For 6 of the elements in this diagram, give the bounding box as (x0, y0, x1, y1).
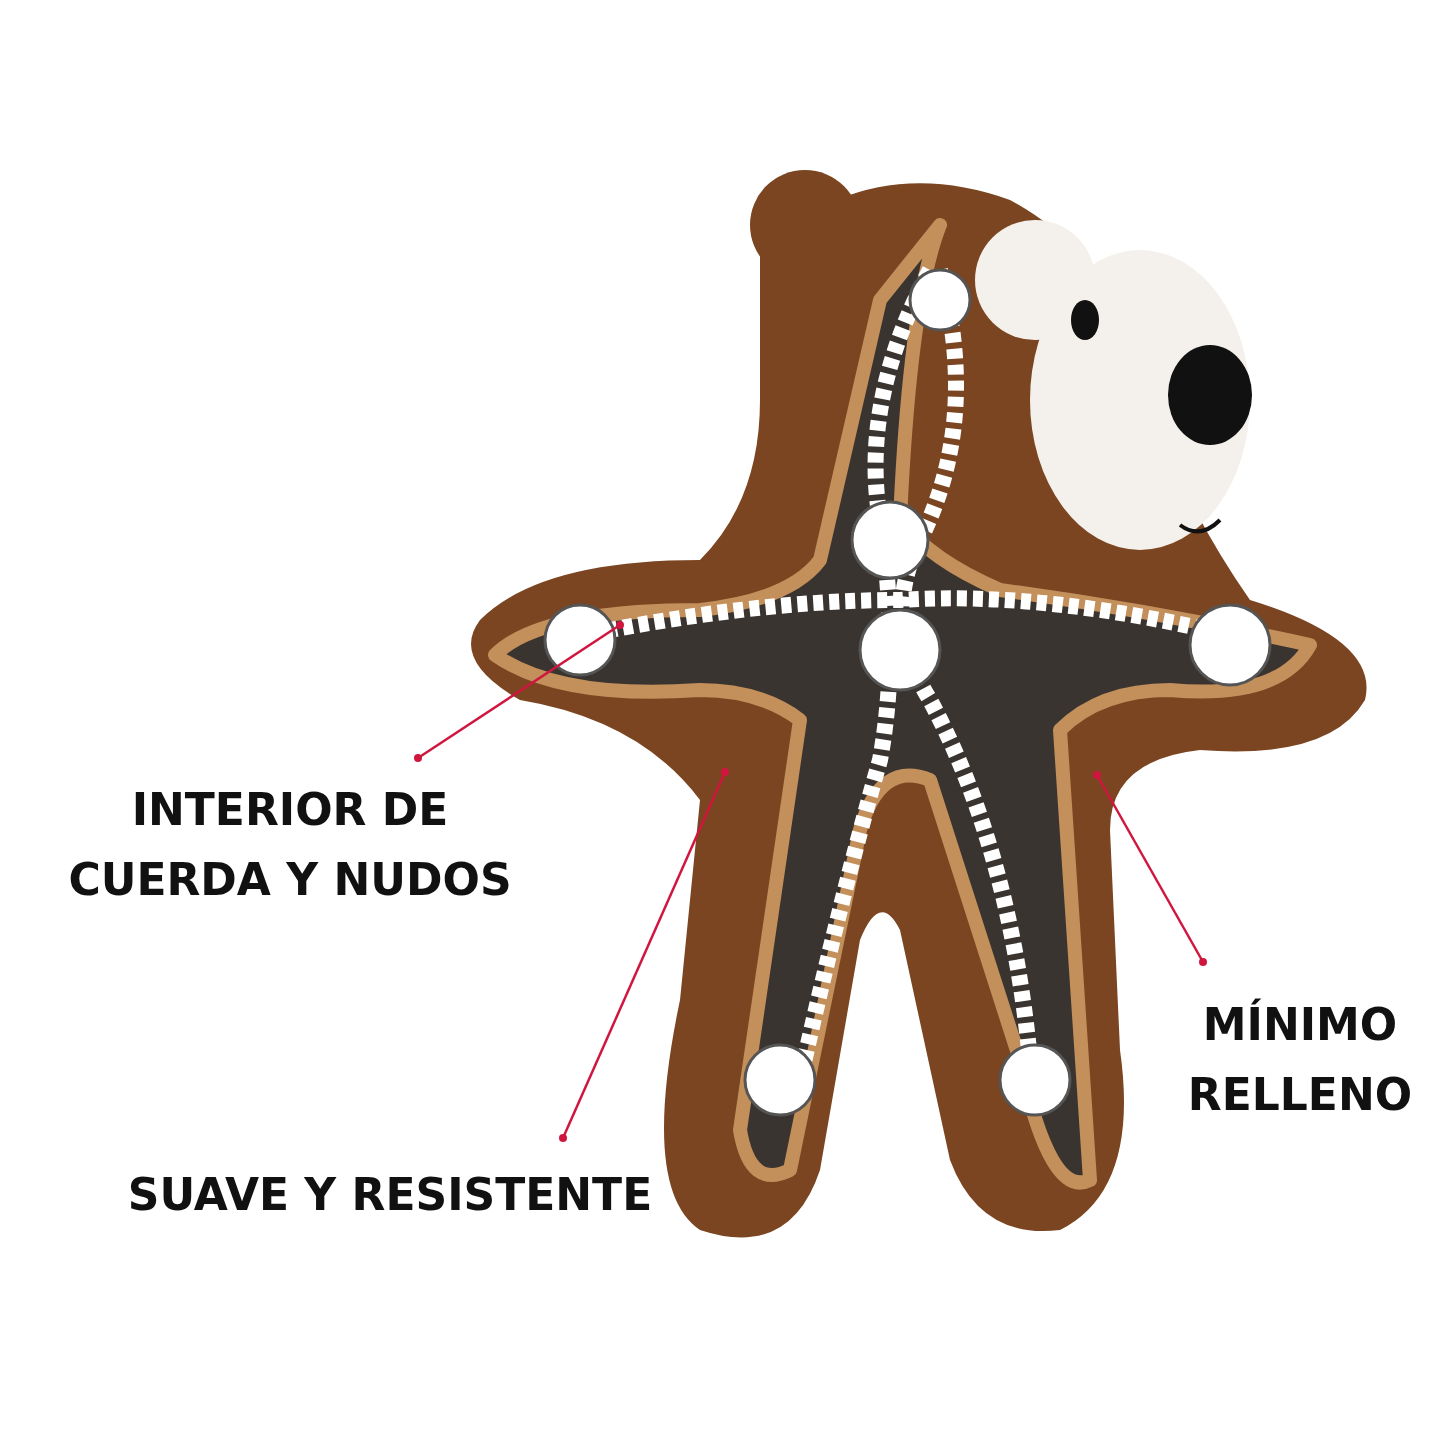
leader-line (1093, 771, 1207, 966)
callout-label: MÍNIMO RELLENO (1165, 990, 1435, 1130)
callout-label: INTERIOR DE CUERDA Y NUDOS (40, 775, 540, 915)
leader-line (414, 621, 624, 762)
leader-line (559, 768, 729, 1142)
callout-label: SUAVE Y RESISTENTE (100, 1160, 680, 1230)
